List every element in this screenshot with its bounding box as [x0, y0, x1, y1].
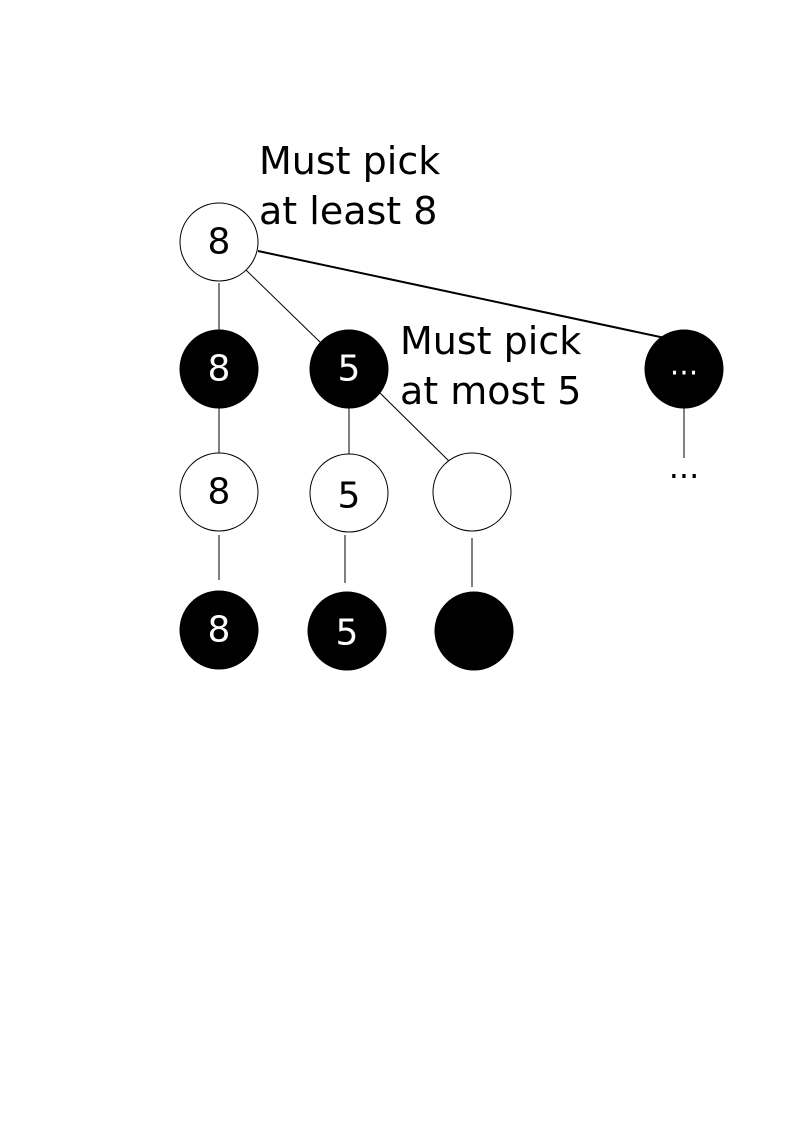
node-circle: [309, 453, 389, 533]
edge-root-l1-mid: [245, 269, 323, 345]
middle-note-line-1: Must pick: [400, 319, 581, 363]
node-circle: [179, 202, 259, 282]
node-l1-mid: 5: [309, 329, 389, 409]
node-circle: [432, 452, 512, 532]
edges: [218, 250, 685, 587]
node-label: 5: [336, 613, 359, 654]
root-note-line-1: Must pick: [259, 139, 440, 183]
middle-note-line-2: at most 5: [400, 369, 581, 413]
node-circle: [434, 591, 514, 671]
edge-l1-mid-l2-right: [379, 392, 457, 469]
node-label: 8: [208, 222, 231, 263]
node-label: 5: [338, 349, 361, 390]
node-root: 8: [179, 202, 259, 282]
node-circle: [179, 452, 259, 532]
node-circle: [644, 329, 724, 409]
node-l1-right: ...: [644, 329, 724, 409]
node-label: ...: [670, 348, 699, 383]
edge-root-l1-right: [257, 250, 666, 339]
node-label: 8: [208, 610, 231, 651]
node-circle: [179, 329, 259, 409]
node-circle: [309, 329, 389, 409]
node-l2-mid: 5: [309, 453, 389, 533]
node-label: 5: [338, 476, 361, 517]
node-l2-right: [432, 452, 512, 532]
trailing-dots: ...: [669, 448, 700, 486]
node-l3-right: [434, 591, 514, 671]
node-l3-mid: 5: [307, 591, 387, 671]
node-l1-left: 8: [179, 329, 259, 409]
root-note-line-2: at least 8: [259, 189, 437, 233]
node-circle: [179, 590, 259, 670]
node-label: 8: [208, 472, 231, 513]
node-l2-left: 8: [179, 452, 259, 532]
node-circle: [307, 591, 387, 671]
node-l3-left: 8: [179, 590, 259, 670]
node-label: 8: [208, 349, 231, 390]
